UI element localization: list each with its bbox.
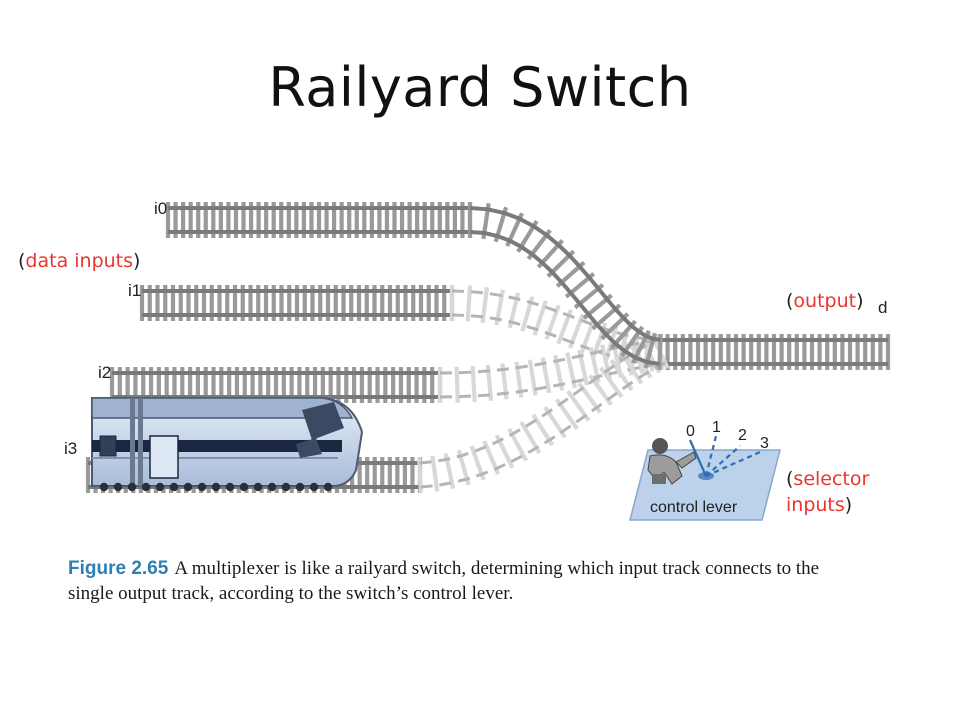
data-inputs-annotation: (data inputs)	[18, 250, 141, 272]
train-icon	[91, 397, 364, 492]
caption-text: A multiplexer is like a railyard switch,…	[68, 558, 820, 604]
track-output	[657, 334, 891, 370]
output-track-label: d	[878, 298, 888, 317]
track-i1-curve	[449, 285, 663, 371]
lever-position-2: 2	[738, 427, 747, 444]
track-label-i2: i2	[98, 363, 111, 382]
lever-line-1	[704, 435, 718, 477]
track-i0-curve	[467, 202, 663, 371]
output-annotation: (output)	[786, 290, 864, 312]
lever-position-1: 1	[712, 419, 721, 436]
lever-position-lines	[688, 435, 761, 478]
track-label-i0: i0	[154, 199, 167, 218]
track-label-i1: i1	[128, 281, 141, 300]
worker-icon	[647, 438, 697, 485]
slide-title: Railyard Switch	[268, 56, 692, 119]
lever-line-0	[688, 439, 708, 477]
track-i1-straight	[139, 285, 455, 321]
figure-number: Figure 2.65	[68, 558, 169, 579]
lever-line-3	[705, 450, 761, 478]
track-i3-curve	[417, 334, 670, 494]
lever-position-3: 3	[760, 435, 769, 452]
control-lever-label: control lever	[650, 499, 738, 516]
control-lever-panel: control lever 0 1 2 3	[629, 419, 781, 521]
track-label-i3: i3	[64, 439, 77, 458]
track-i0-straight	[165, 202, 473, 238]
lever-position-0: 0	[686, 423, 695, 440]
lever-line-2	[705, 445, 741, 477]
